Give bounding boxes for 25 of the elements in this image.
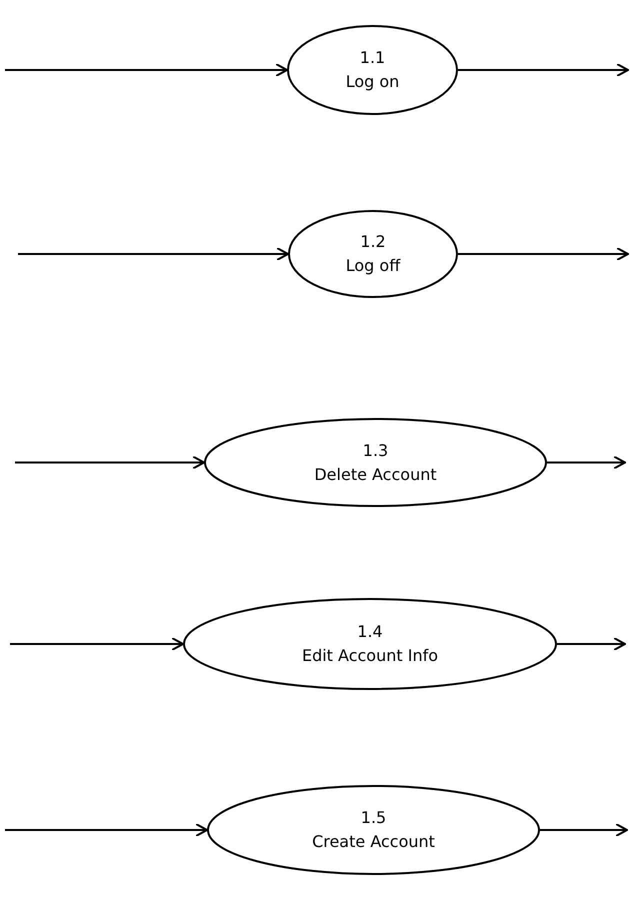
arrow — [557, 637, 626, 651]
process-name: Edit Account Info — [302, 645, 438, 667]
process-number: 1.1 — [360, 47, 386, 69]
arrow — [10, 637, 184, 651]
process-number: 1.3 — [362, 440, 388, 462]
arrow — [547, 456, 626, 470]
arrow — [458, 247, 629, 261]
process-number: 1.4 — [357, 621, 383, 643]
arrow — [18, 247, 289, 261]
process-ellipse — [183, 598, 557, 690]
process-ellipse — [207, 785, 540, 875]
process-number: 1.2 — [360, 231, 386, 253]
process-name: Log off — [346, 255, 400, 277]
process-name: Create Account — [312, 831, 435, 853]
process-ellipse — [287, 25, 458, 115]
process-ellipse — [204, 418, 547, 507]
arrow — [15, 456, 205, 470]
arrow — [5, 63, 288, 77]
process-name: Delete Account — [314, 464, 437, 486]
arrow — [540, 823, 628, 837]
arrow — [5, 823, 208, 837]
process-number: 1.5 — [360, 807, 386, 829]
process-name: Log on — [346, 71, 400, 93]
arrow — [458, 63, 629, 77]
process-ellipse — [288, 210, 458, 298]
